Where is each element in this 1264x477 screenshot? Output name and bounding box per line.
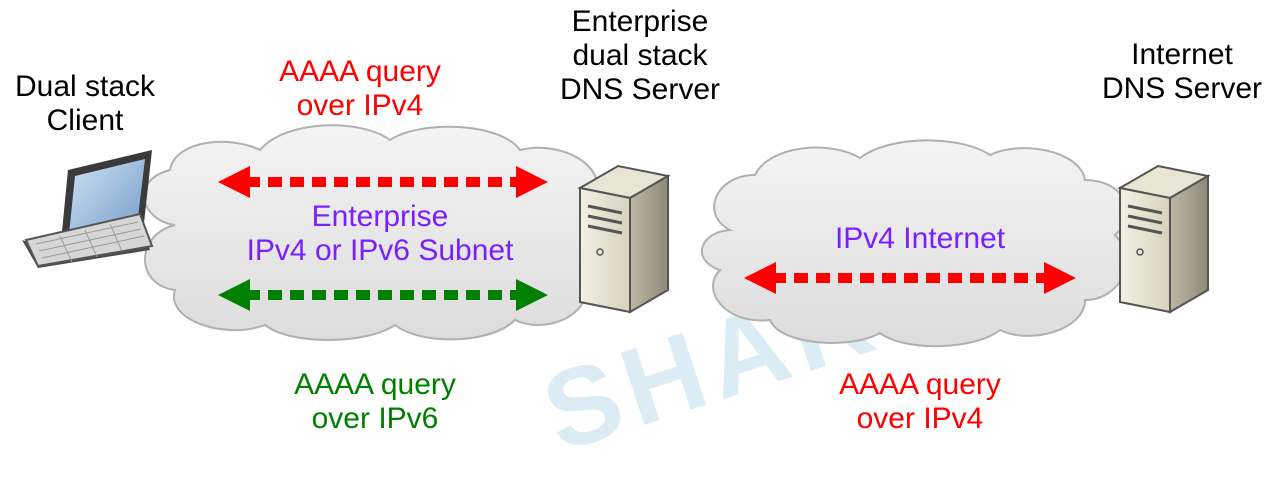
- enterprise-ipv4-query-label: AAAA query over IPv4: [279, 55, 441, 122]
- enterprise-ipv6-query-label: AAAA query over IPv6: [294, 368, 456, 435]
- enterprise-dns-label: Enterprise dual stack DNS Server: [559, 5, 721, 106]
- internet-ipv4-query-label: AAAA query over IPv4: [839, 368, 1001, 435]
- enterprise-network-label: Enterprise IPv4 or IPv6 Subnet: [246, 200, 514, 267]
- server-icon: [1117, 164, 1211, 314]
- server-icon: [577, 164, 671, 314]
- client-label: Dual stack Client: [14, 70, 156, 137]
- arrow-enterprise-ipv4: [218, 166, 548, 198]
- arrow-internet-ipv4: [744, 262, 1076, 294]
- internet-network-label: IPv4 Internet: [834, 222, 1006, 255]
- laptop-icon: [22, 150, 154, 268]
- network-diagram: [22, 124, 1211, 348]
- arrow-enterprise-ipv6: [218, 279, 548, 311]
- internet-dns-label: Internet DNS Server: [1101, 38, 1263, 105]
